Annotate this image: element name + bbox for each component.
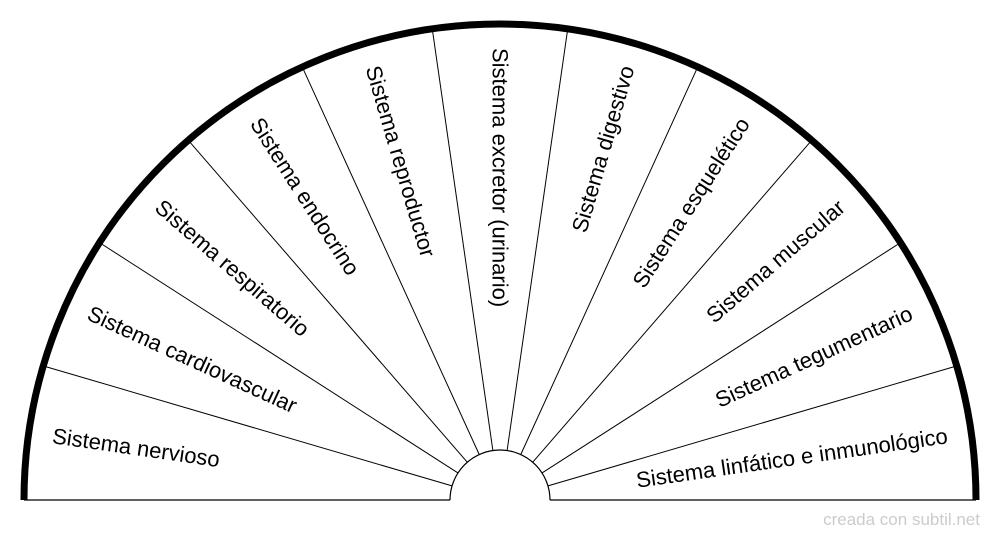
segment-label: Sistema respiratorio bbox=[150, 195, 314, 342]
segment-label: Sistema nervioso bbox=[51, 423, 222, 472]
segment-divider bbox=[100, 243, 459, 474]
segment-label: Sistema endocrino bbox=[245, 113, 365, 280]
segment-divider bbox=[506, 30, 568, 451]
segment-divider bbox=[541, 243, 900, 474]
segment-divider bbox=[302, 68, 480, 455]
segment-divider bbox=[189, 141, 468, 463]
watermark: creada con subtil.net bbox=[823, 510, 980, 529]
segment-label: Sistema digestivo bbox=[567, 63, 640, 235]
segment-label: Sistema esquelético bbox=[627, 113, 754, 292]
segment-label: Sistema linfático e inmunológico bbox=[635, 423, 950, 492]
segment-label: Sistema cardiovascular bbox=[84, 301, 301, 418]
segment-label: Sistema muscular bbox=[701, 195, 850, 328]
outer-arc bbox=[20, 20, 980, 501]
segment-dividers bbox=[45, 30, 955, 487]
segment-label: Sistema tegumentario bbox=[711, 301, 916, 413]
segment-label: Sistema reproductor bbox=[361, 63, 441, 260]
inner-hub-arc bbox=[449, 449, 551, 501]
segment-divider bbox=[547, 365, 955, 487]
segment-divider bbox=[520, 68, 698, 455]
segment-label: Sistema excretor (urinario) bbox=[488, 48, 513, 307]
segment-divider bbox=[532, 141, 811, 463]
segment-divider bbox=[45, 365, 453, 487]
segment-divider bbox=[432, 30, 494, 451]
